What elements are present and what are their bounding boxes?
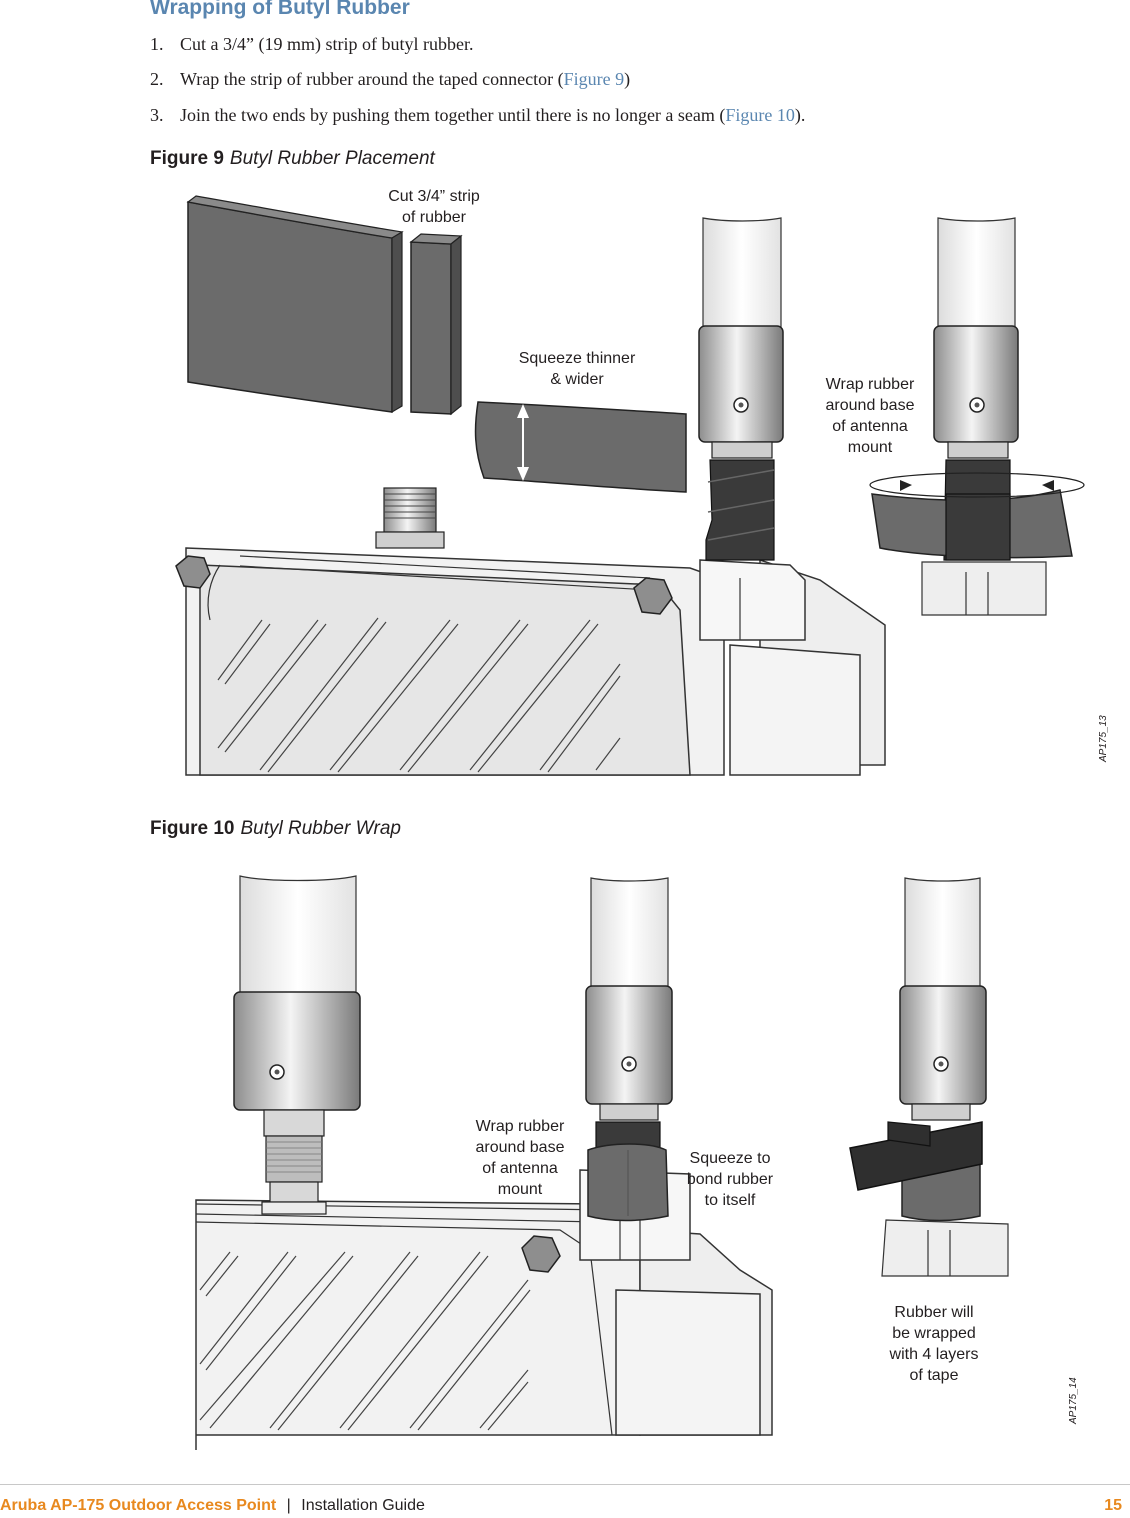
- callout-line: Cut 3/4” strip: [388, 188, 480, 205]
- step-3: 3. Join the two ends by pushing them toge…: [150, 105, 805, 126]
- callout-line: around base: [825, 397, 915, 414]
- callout-line: of rubber: [401, 209, 467, 226]
- footer-doc-name: Installation Guide: [301, 1497, 425, 1514]
- rubber-strip-squeezed: [474, 401, 687, 493]
- callout-line: Wrap rubber: [475, 1118, 565, 1135]
- callout-line: & wider: [550, 371, 604, 388]
- figure-10-title: Butyl Rubber Wrap: [240, 818, 401, 839]
- step-text: Cut a 3/4” (19 mm) strip of butyl rubber…: [180, 34, 474, 54]
- footer-separator: |: [286, 1497, 291, 1514]
- callout-squeeze-thinner: Squeeze thinner & wider: [502, 348, 652, 390]
- antenna-left-fig10: [233, 875, 361, 1215]
- callout-line: of tape: [909, 1367, 959, 1384]
- callout-line: with 4 layers: [889, 1346, 979, 1363]
- callout-line: bond rubber: [686, 1171, 774, 1188]
- step-number: 1.: [150, 34, 164, 54]
- antenna-right-fig9: [869, 217, 1085, 616]
- step-number: 2.: [150, 69, 164, 89]
- callout-rubber-tape: Rubber will be wrapped with 4 layers of …: [876, 1302, 992, 1386]
- bolt-right: [633, 577, 673, 615]
- callout-line: mount: [497, 1181, 543, 1198]
- callout-line: be wrapped: [892, 1325, 976, 1342]
- figure-9-code: AP175_13: [1098, 715, 1109, 762]
- n-connector: [375, 487, 445, 549]
- figure-10-illustration: [195, 875, 1009, 1450]
- callout-line: mount: [847, 439, 893, 456]
- callout-wrap-rubber-fig10: Wrap rubber around base of antenna mount: [464, 1116, 576, 1200]
- access-point-body-fig9: [185, 547, 886, 776]
- callout-line: around base: [475, 1139, 565, 1156]
- step-text: Join the two ends by pushing them togeth…: [180, 105, 726, 125]
- callout-squeeze-bond: Squeeze to bond rubber to itself: [674, 1148, 786, 1211]
- callout-line: to itself: [704, 1192, 756, 1209]
- callout-line: Squeeze to: [689, 1150, 771, 1167]
- figure-10-link[interactable]: Figure 10: [725, 105, 795, 125]
- antenna-middle-fig9: [698, 217, 784, 561]
- bolt-fig10: [521, 1235, 561, 1273]
- callout-line: Squeeze thinner: [518, 350, 636, 367]
- page-number: 15: [1104, 1497, 1122, 1514]
- figure-10-code: AP175_14: [1068, 1377, 1079, 1424]
- step-text-end: ).: [794, 105, 806, 125]
- rubber-strip-cut: [409, 233, 463, 416]
- callout-line: Wrap rubber: [825, 376, 915, 393]
- figure-9-label: Figure 9: [150, 148, 224, 169]
- callout-line: of antenna: [832, 418, 908, 435]
- step-2: 2. Wrap the strip of rubber around the ta…: [150, 69, 630, 90]
- rubber-strip-long: [186, 195, 404, 414]
- section-title: Wrapping of Butyl Rubber: [150, 0, 410, 19]
- callout-line: Rubber will: [894, 1304, 974, 1321]
- callout-cut-strip: Cut 3/4” strip of rubber: [378, 186, 490, 228]
- bolt-left: [175, 555, 211, 589]
- footer-divider: [0, 1484, 1130, 1485]
- figure-10-label: Figure 10: [150, 818, 235, 839]
- step-number: 3.: [150, 105, 164, 125]
- callout-line: of antenna: [482, 1160, 558, 1177]
- figure-9-illustration: [175, 195, 1085, 776]
- antenna-middle-fig10: [585, 877, 673, 1222]
- antenna-right-fig10: [849, 877, 1009, 1277]
- step-text: Wrap the strip of rubber around the tape…: [180, 69, 564, 89]
- footer: Aruba AP-175 Outdoor Access Point | Inst…: [0, 1497, 425, 1515]
- step-text-end: ): [624, 69, 631, 89]
- figure-9-title: Butyl Rubber Placement: [229, 148, 435, 169]
- footer-product-title: Aruba AP-175 Outdoor Access Point: [0, 1497, 277, 1514]
- figure-9-link[interactable]: Figure 9: [563, 69, 625, 89]
- callout-wrap-rubber-fig9: Wrap rubber around base of antenna mount: [814, 374, 926, 458]
- step-1: 1. Cut a 3/4” (19 mm) strip of butyl rubb…: [150, 34, 473, 55]
